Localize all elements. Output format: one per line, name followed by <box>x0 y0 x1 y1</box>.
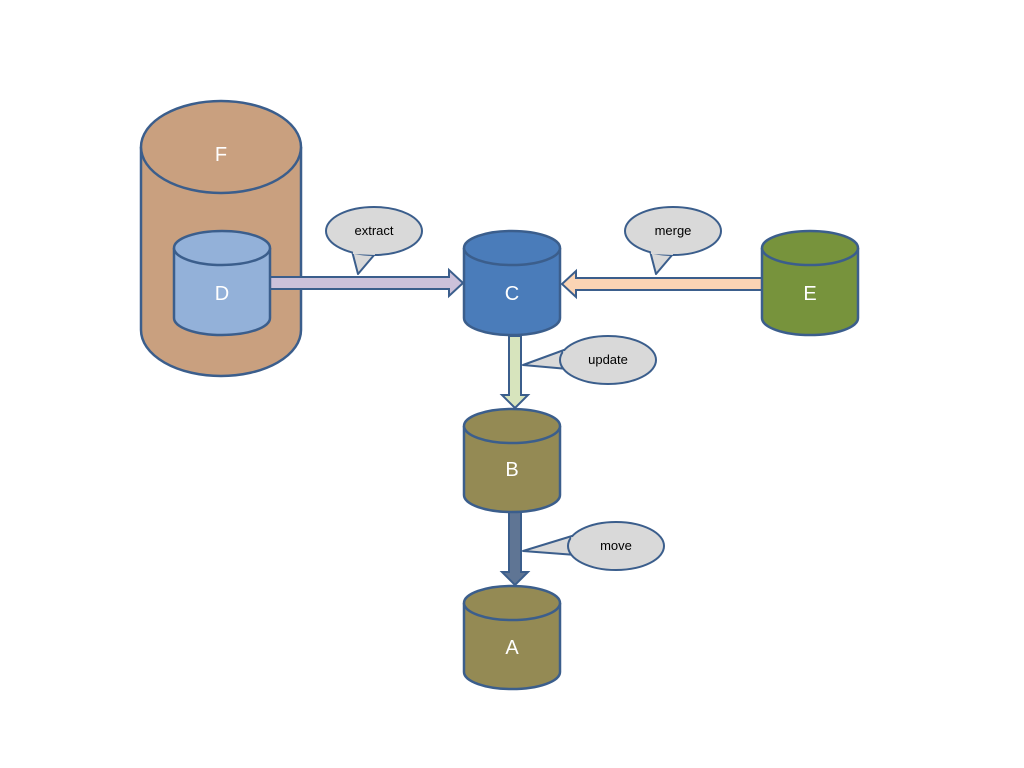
cylinder-a-label: A <box>505 637 519 659</box>
cylinder-d: D <box>172 229 272 337</box>
callout-update: update <box>522 335 657 385</box>
cylinder-e: E <box>760 229 860 337</box>
cylinder-c: C <box>462 229 562 337</box>
callout-merge-label: merge <box>655 223 692 238</box>
callout-move: move <box>522 521 665 571</box>
callout-update-label: update <box>588 352 628 367</box>
cylinder-a: A <box>462 584 562 691</box>
arrow-move <box>499 511 531 587</box>
arrow-merge <box>560 268 763 300</box>
cylinder-b: B <box>462 407 562 514</box>
cylinder-e-label: E <box>803 283 816 305</box>
cylinder-f-label: F <box>215 144 227 166</box>
cylinder-d-label: D <box>215 283 229 305</box>
arrow-update <box>499 335 531 410</box>
callout-extract-label: extract <box>354 223 393 238</box>
callout-move-label: move <box>600 538 632 553</box>
cylinder-c-label: C <box>505 283 519 305</box>
arrow-extract <box>268 267 465 299</box>
callout-extract: extract <box>325 206 423 275</box>
callout-merge: merge <box>624 206 722 275</box>
cylinder-b-label: B <box>505 459 518 481</box>
